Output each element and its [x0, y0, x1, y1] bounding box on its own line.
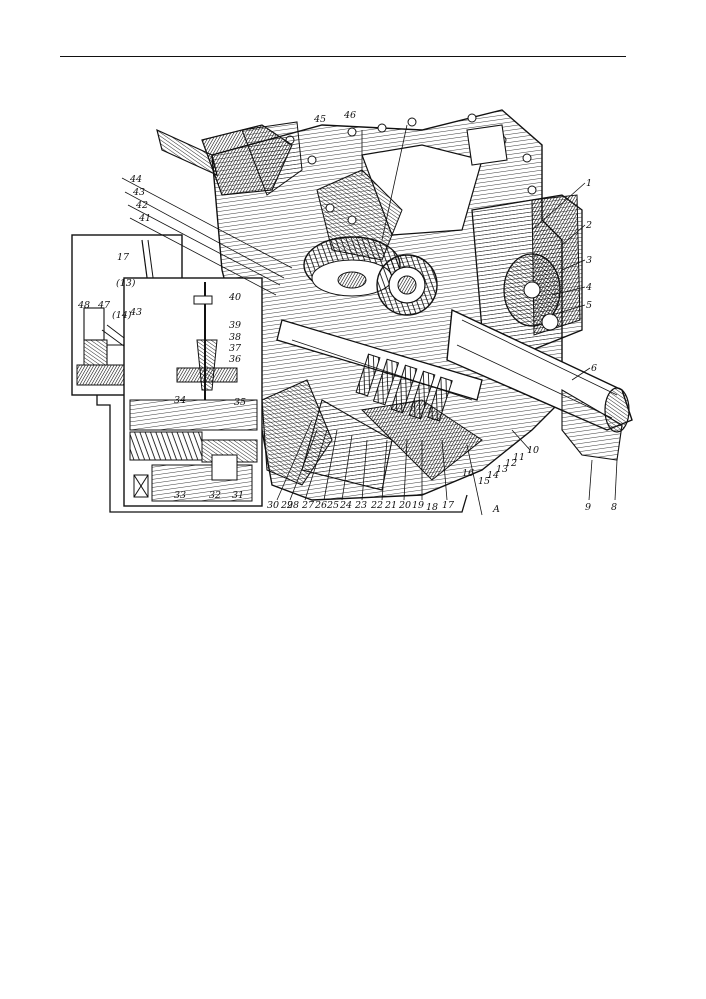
callout-12: 12 [505, 458, 517, 469]
callout-24: 24 [339, 500, 352, 511]
callout-19: 19 [412, 500, 424, 511]
callout-37: 37 [229, 343, 242, 354]
callout-35: 35 [234, 397, 246, 408]
callout-20: 20 [398, 500, 411, 511]
callout-9: 9 [585, 502, 591, 513]
callout-23: 23 [354, 500, 367, 511]
callout-4: 4 [585, 282, 592, 293]
inset-callout-48: 48 [77, 300, 90, 311]
callout-6: 6 [591, 363, 597, 374]
callout-22: 22 [370, 500, 383, 511]
callout-42: 42 [135, 200, 148, 211]
brake-disk [503, 253, 561, 331]
input-shaft [156, 121, 303, 196]
callout-28: 28 [286, 500, 299, 511]
header-rule [60, 56, 626, 57]
bevel-gear [303, 236, 401, 297]
callout-32: 32 [209, 490, 221, 501]
callout-45: 45 [313, 114, 326, 125]
callout-16: 16 [462, 468, 474, 479]
callout-1: 1 [586, 178, 592, 189]
callout-A: A [492, 504, 500, 515]
callout-38: 38 [229, 332, 241, 343]
callout-18: 18 [426, 502, 438, 513]
callout-34: 34 [174, 395, 186, 406]
callout-11: 11 [513, 452, 525, 463]
callout-40: 40 [228, 292, 241, 303]
inset-lower [123, 277, 263, 507]
callout-33: 33 [174, 490, 186, 501]
callout-36: 36 [229, 354, 241, 365]
callout-13: 13 [496, 464, 508, 475]
transmission-cutaway-figure: 1 2 3 4 5 6 8 9 10 11 12 13 14 15 16 17 … [62, 100, 648, 532]
inset-callout-14: (14) [112, 310, 132, 321]
leader-lines [121, 124, 618, 516]
inset-callout-17: 17 [117, 252, 130, 263]
callout-15: 15 [478, 476, 490, 487]
callout-17: 17 [442, 500, 455, 511]
inset-callout-47: 47 [97, 300, 111, 311]
inset-callout-13: (13) [116, 278, 136, 289]
callout-25: 25 [326, 500, 339, 511]
callout-labels: 1 2 3 4 5 6 8 9 10 11 12 13 14 15 16 17 … [77, 110, 617, 515]
callout-26: 26 [314, 500, 327, 511]
inset-bracket [96, 395, 468, 513]
callout-3: 3 [586, 255, 592, 266]
callout-41: 41 [138, 213, 151, 224]
callout-8: 8 [611, 502, 617, 513]
callout-44: 44 [129, 174, 142, 185]
callout-27: 27 [301, 500, 315, 511]
callout-10: 10 [527, 445, 539, 456]
output-axle [446, 308, 633, 461]
inset-callout-43: 43 [129, 307, 142, 318]
callout-30: 30 [267, 500, 279, 511]
callout-14: 14 [487, 470, 499, 481]
callout-31: 31 [232, 490, 244, 501]
callout-46: 46 [343, 110, 356, 121]
callout-2: 2 [585, 220, 592, 231]
output-gear [376, 254, 438, 316]
figure-svg: 1 2 3 4 5 6 8 9 10 11 12 13 14 15 16 17 … [71, 109, 633, 516]
callout-39: 39 [229, 320, 241, 331]
callout-21: 21 [384, 500, 397, 511]
callout-43: 43 [132, 187, 145, 198]
main-shaft [261, 319, 483, 491]
callout-5: 5 [586, 300, 592, 311]
callout-29: 29 [280, 500, 293, 511]
